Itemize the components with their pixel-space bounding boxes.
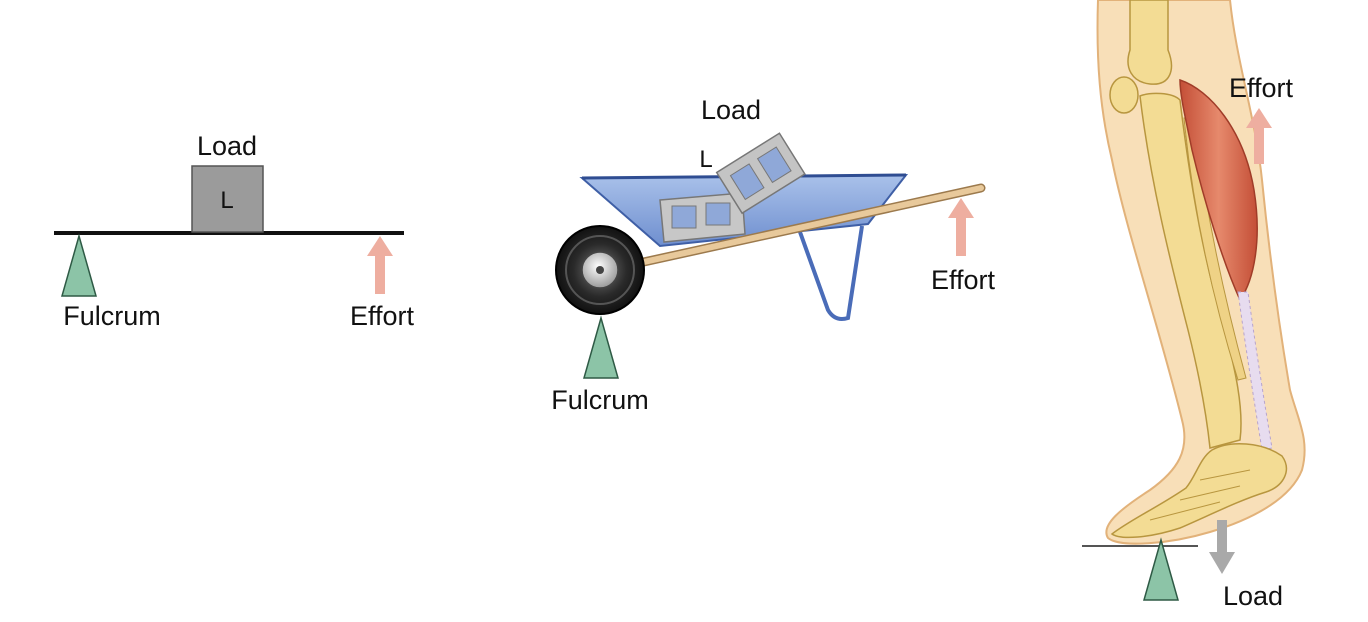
effort-label: Effort (931, 265, 996, 295)
femur-bone (1127, 0, 1173, 85)
fulcrum-triangle (1143, 537, 1179, 601)
load-symbol: L (699, 146, 712, 173)
load-arrow-icon (1209, 520, 1235, 574)
load-label: Load (197, 131, 257, 161)
effort-label: Effort (1229, 73, 1294, 103)
effort-arrow-icon (1246, 108, 1272, 164)
load-label: Load (1223, 581, 1283, 611)
leg-diagram: Effort Load (1082, 0, 1306, 611)
wheel (555, 225, 645, 315)
load-label: Load (701, 95, 761, 125)
achilles-tendon (1237, 291, 1273, 451)
foot-bones (1110, 443, 1287, 539)
cinder-block-tilted (715, 132, 806, 215)
fulcrum-label: Fulcrum (551, 385, 649, 415)
fulcrum-triangle (583, 315, 619, 379)
cinder-block-flat (659, 192, 746, 243)
wheelbarrow-diagram: Load L Fulcrum Effort (551, 95, 995, 415)
effort-arrow-icon (367, 236, 393, 294)
lever-diagram: L Load Fulcrum Effort (54, 131, 415, 331)
load-symbol: L (220, 187, 233, 214)
fulcrum-label: Fulcrum (63, 301, 161, 331)
tibia-bone (1139, 92, 1242, 449)
effort-label: Effort (350, 301, 415, 331)
fulcrum-triangle (61, 233, 97, 297)
wheelbarrow-leg (798, 225, 864, 321)
load-box: L (191, 165, 264, 233)
patella-bone (1109, 76, 1139, 114)
effort-arrow-icon (948, 198, 974, 256)
